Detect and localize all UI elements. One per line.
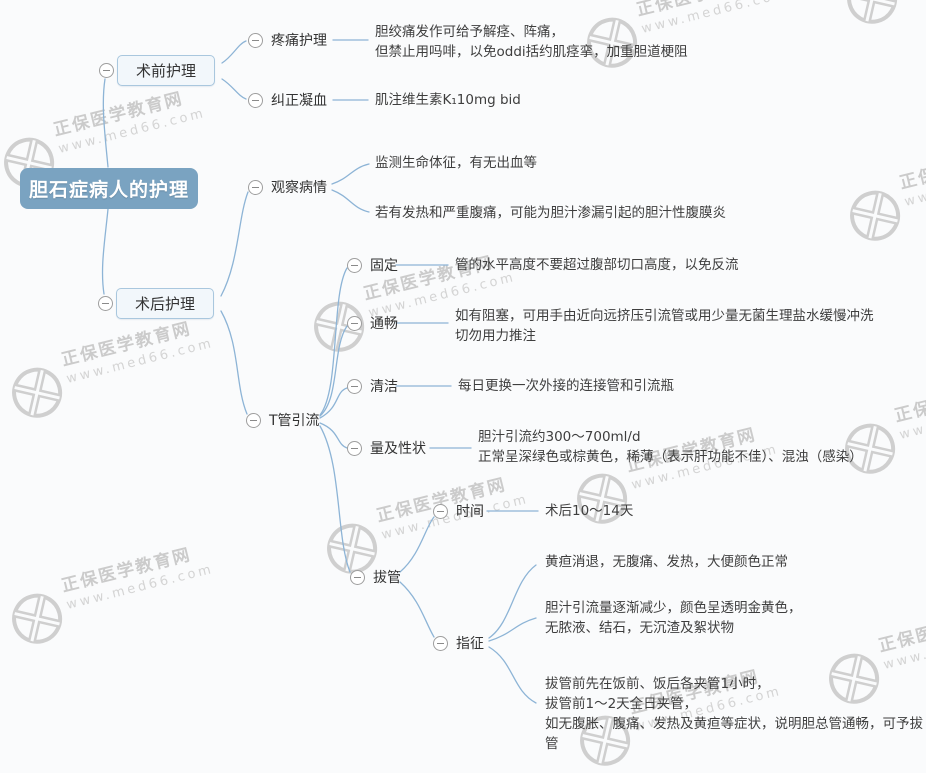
node-correct-coagulation[interactable]: 纠正凝血 (248, 90, 327, 110)
note-fixation[interactable]: 管的水平高度不要超过腹部切口高度，以免反流 (455, 257, 739, 273)
node-volume-character[interactable]: 量及性状 (347, 438, 426, 458)
note-volume-character[interactable]: 胆汁引流约300～700ml/d 正常呈深绿色或棕黄色，稀薄（表示肝功能不佳）、… (478, 429, 863, 465)
collapse-icon[interactable] (350, 569, 365, 585)
note-observe-1[interactable]: 监测生命体征，有无出血等 (375, 155, 537, 171)
node-label[interactable]: 疼痛护理 (271, 33, 327, 49)
note-timing[interactable]: 术后10～14天 (545, 503, 634, 519)
note-correct-coagulation[interactable]: 肌注维生素K₁10mg bid (375, 92, 521, 108)
note-pain-care[interactable]: 胆绞痛发作可给予解痉、阵痛， 但禁止用吗啡，以免oddi括约肌痉挛，加重胆道梗阻 (375, 24, 688, 60)
collapse-icon[interactable] (248, 179, 263, 195)
node-fixation[interactable]: 固定 (347, 255, 398, 275)
note-observe-2[interactable]: 若有发热和严重腹痛，可能为胆汁渗漏引起的胆汁性腹膜炎 (375, 205, 726, 221)
node-label[interactable]: 量及性状 (370, 441, 426, 457)
node-label[interactable]: 纠正凝血 (271, 93, 327, 109)
node-label[interactable]: 术后护理 (116, 287, 215, 319)
node-t-tube-drainage[interactable]: T管引流 (246, 410, 320, 430)
node-pain-care[interactable]: 疼痛护理 (248, 30, 327, 50)
node-preop-care[interactable]: 术前护理 (99, 54, 216, 86)
node-patency[interactable]: 通畅 (347, 313, 398, 333)
collapse-icon[interactable] (347, 378, 362, 394)
root-topic[interactable]: 胆石症病人的护理 (20, 168, 198, 209)
node-label[interactable]: 通畅 (370, 316, 398, 332)
note-patency[interactable]: 如有阻塞，可用手由近向远挤压引流管或用少量无菌生理盐水缓慢冲洗 切勿用力推注 (455, 308, 874, 344)
node-tube-removal[interactable]: 拔管 (350, 567, 401, 587)
node-label[interactable]: 固定 (370, 258, 398, 274)
note-indication-2[interactable]: 胆汁引流量逐渐减少，颜色呈透明金黄色， 无脓液、结石，无沉渣及絮状物 (545, 600, 802, 636)
node-timing[interactable]: 时间 (433, 501, 484, 521)
note-cleanliness[interactable]: 每日更换一次外接的连接管和引流瓶 (458, 378, 674, 394)
node-indications[interactable]: 指征 (433, 633, 484, 653)
collapse-icon[interactable] (246, 412, 261, 428)
node-label[interactable]: 时间 (456, 504, 484, 520)
node-label[interactable]: 拔管 (373, 570, 401, 586)
collapse-icon[interactable] (248, 32, 263, 48)
collapse-icon[interactable] (347, 440, 362, 456)
collapse-icon[interactable] (99, 62, 114, 78)
collapse-icon[interactable] (347, 315, 362, 331)
node-label[interactable]: T管引流 (269, 413, 320, 429)
node-cleanliness[interactable]: 清洁 (347, 376, 398, 396)
collapse-icon[interactable] (248, 92, 263, 108)
node-label[interactable]: 观察病情 (271, 180, 327, 196)
collapse-icon[interactable] (433, 503, 448, 519)
node-label[interactable]: 指征 (456, 636, 484, 652)
note-indication-3[interactable]: 拔管前先在饭前、饭后各夹管1小时， 拔管前1～2天全日夹管， 如无腹胀、腹痛、发… (545, 676, 923, 752)
node-observe-condition[interactable]: 观察病情 (248, 177, 327, 197)
collapse-icon[interactable] (347, 257, 362, 273)
collapse-icon[interactable] (433, 635, 448, 651)
mindmap-canvas: 正保医学教育网www.med66.com正保医学教育网www.med66.com… (4, 0, 926, 766)
collapse-icon[interactable] (98, 295, 113, 311)
node-label[interactable]: 清洁 (370, 379, 398, 395)
node-postop-care[interactable]: 术后护理 (98, 287, 215, 319)
note-indication-1[interactable]: 黄疸消退，无腹痛、发热，大便颜色正常 (545, 554, 788, 570)
node-label[interactable]: 术前护理 (117, 54, 216, 86)
